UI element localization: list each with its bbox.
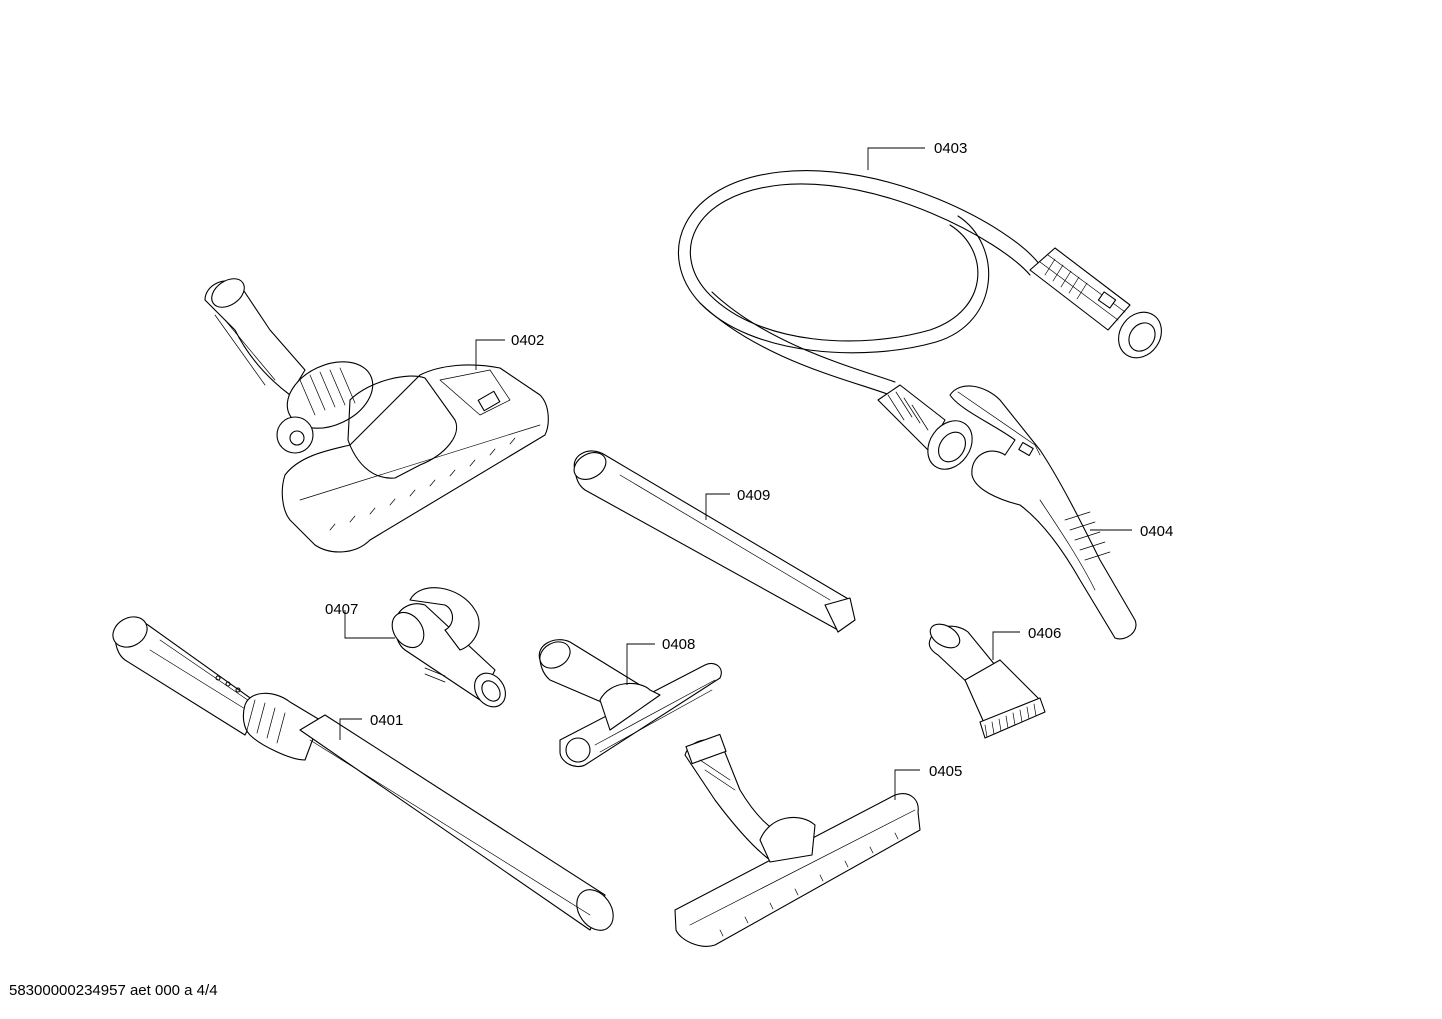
leader-lines <box>339 147 1132 800</box>
callout-0405: 0405 <box>929 763 962 780</box>
hose-end-fitting <box>1029 247 1162 359</box>
hose-swivel-fitting <box>877 384 973 470</box>
callout-0409: 0409 <box>737 487 770 504</box>
part-0404-handle <box>949 385 1137 640</box>
part-0402-floor-brush <box>204 278 549 553</box>
callout-0401: 0401 <box>370 712 403 729</box>
part-0401-telescopic-tube <box>112 616 614 931</box>
part-0405-parquet-brush <box>674 733 921 947</box>
callout-0407: 0407 <box>325 601 358 618</box>
part-0403-hose <box>677 170 1162 470</box>
part-0406-dusting-brush <box>928 623 1046 739</box>
part-0409-crevice-nozzle <box>573 450 856 633</box>
part-0408-upholstery-nozzle <box>538 639 722 768</box>
callout-0406: 0406 <box>1028 625 1061 642</box>
document-id-footer: 58300000234957 aet 000 a 4/4 <box>9 982 218 999</box>
callout-0402: 0402 <box>511 332 544 349</box>
part-0407-clip <box>391 587 506 708</box>
callout-0408: 0408 <box>662 636 695 653</box>
callout-0404: 0404 <box>1140 523 1173 540</box>
callout-0403: 0403 <box>934 140 967 157</box>
